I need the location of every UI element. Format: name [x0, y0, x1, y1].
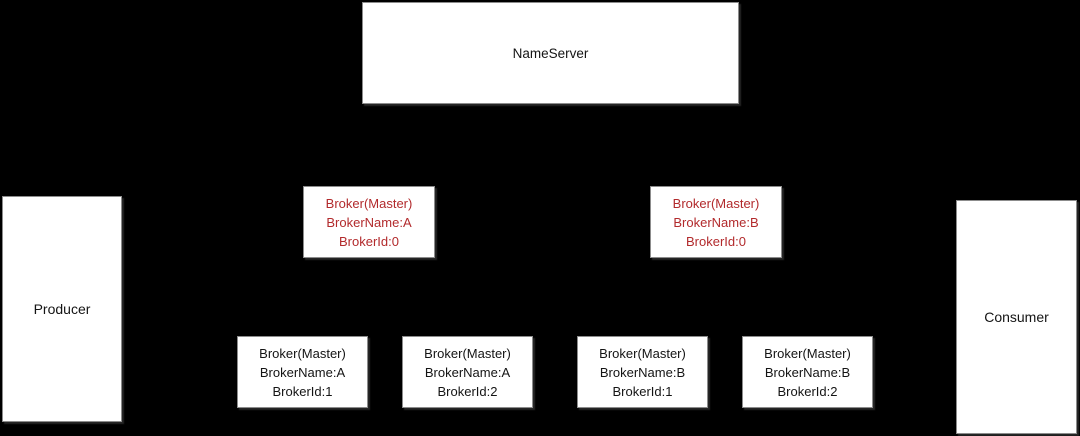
broker-name-label: BrokerName:B [599, 364, 686, 380]
producer-node: Producer [2, 196, 122, 422]
broker-role-label: Broker(Master) [599, 345, 686, 361]
broker-id-label: BrokerId:2 [437, 383, 498, 399]
broker-a-master-node: Broker(Master) BrokerName:A BrokerId:0 [303, 186, 435, 258]
broker-name-label: BrokerName:A [326, 214, 412, 230]
broker-role-label: Broker(Master) [764, 345, 851, 361]
broker-role-label: Broker(Master) [259, 345, 346, 361]
broker-b-id1-node: Broker(Master) BrokerName:B BrokerId:1 [577, 336, 708, 408]
broker-b-master-node: Broker(Master) BrokerName:B BrokerId:0 [650, 186, 782, 258]
broker-a-id1-node: Broker(Master) BrokerName:A BrokerId:1 [237, 336, 368, 408]
broker-role-label: Broker(Master) [672, 195, 760, 211]
broker-a-id2-node: Broker(Master) BrokerName:A BrokerId:2 [402, 336, 533, 408]
broker-id-label: BrokerId:2 [777, 383, 838, 399]
broker-name-label: BrokerName:A [259, 364, 346, 380]
consumer-node: Consumer [956, 200, 1077, 434]
nameserver-node: NameServer [362, 2, 739, 104]
broker-id-label: BrokerId:0 [339, 233, 399, 249]
broker-role-label: Broker(Master) [325, 195, 413, 211]
producer-label: Producer [33, 301, 91, 317]
broker-id-label: BrokerId:1 [272, 383, 333, 399]
broker-name-label: BrokerName:B [673, 214, 759, 230]
broker-id-label: BrokerId:1 [612, 383, 673, 399]
broker-b-id2-node: Broker(Master) BrokerName:B BrokerId:2 [742, 336, 873, 408]
nameserver-label: NameServer [512, 45, 589, 61]
broker-id-label: BrokerId:0 [686, 233, 746, 249]
consumer-label: Consumer [984, 309, 1049, 325]
broker-role-label: Broker(Master) [424, 345, 511, 361]
broker-name-label: BrokerName:A [424, 364, 511, 380]
broker-name-label: BrokerName:B [764, 364, 851, 380]
